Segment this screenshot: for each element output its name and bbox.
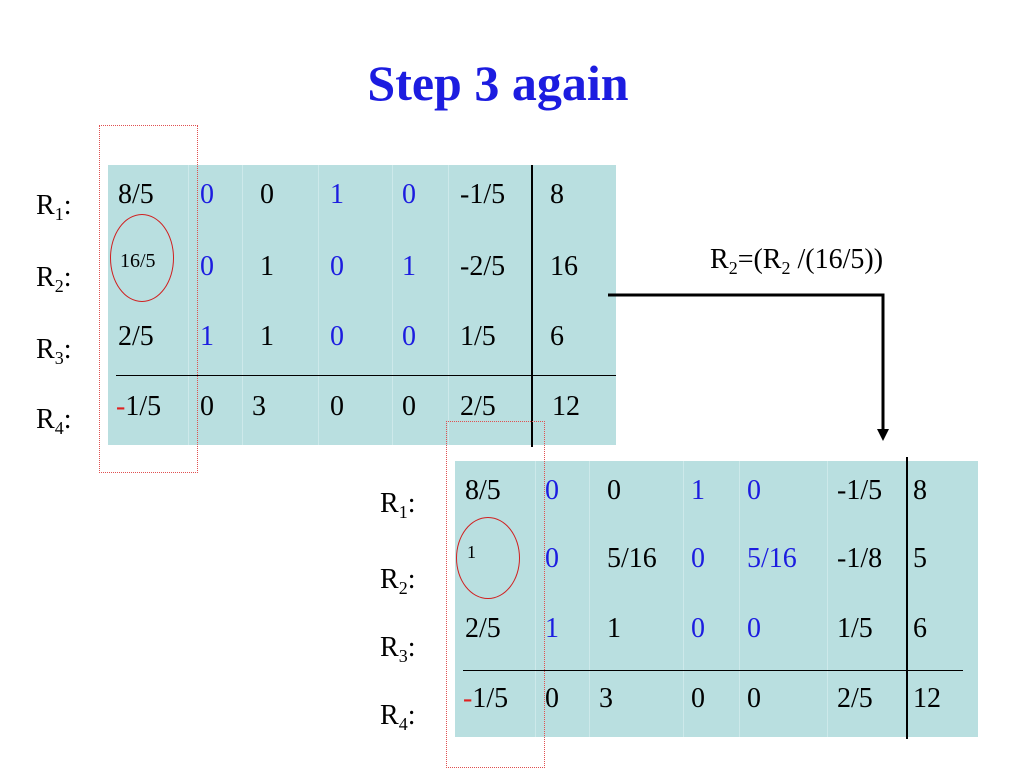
- after-objective-divider: [463, 670, 963, 671]
- before-r3-c6: 1/5: [460, 321, 496, 352]
- before-r4-c1: -1/5: [116, 391, 162, 422]
- before-r3-c4: 0: [330, 321, 344, 352]
- after-r4-c3: 3: [599, 683, 613, 714]
- before-r1-c4: 1: [330, 179, 344, 210]
- before-r3-c7: 6: [550, 321, 564, 352]
- after-r3-c1: 2/5: [465, 613, 501, 644]
- after-r1-c5: 0: [747, 475, 761, 506]
- before-rhs-divider: [531, 165, 533, 447]
- before-r2-c3: 1: [260, 251, 274, 282]
- after-r1-c4: 1: [691, 475, 705, 506]
- before-r1-c6: -1/5: [460, 179, 506, 210]
- before-objective-divider: [116, 375, 616, 376]
- before-r4-c7: 12: [552, 391, 580, 422]
- after-r3-c4: 0: [691, 613, 705, 644]
- row-label-r2: R2:: [36, 262, 72, 296]
- after-r2-c3: 5/16: [607, 543, 657, 574]
- before-r4-c3: 3: [252, 391, 266, 422]
- before-r3-c5: 0: [402, 321, 416, 352]
- after-pivot-circle: [456, 517, 520, 599]
- after-r3-c5: 0: [747, 613, 761, 644]
- before-r1-c7: 8: [550, 179, 564, 210]
- after-r1-c2: 0: [545, 475, 559, 506]
- after-r4-c6: 2/5: [837, 683, 873, 714]
- after-r4-c4: 0: [691, 683, 705, 714]
- after-r4-c2: 0: [545, 683, 559, 714]
- before-r4-c4: 0: [330, 391, 344, 422]
- after-r1-c1: 8/5: [465, 475, 501, 506]
- before-r4-c5: 0: [402, 391, 416, 422]
- after-r2-c7: 5: [913, 543, 927, 574]
- after-rhs-divider: [906, 457, 908, 739]
- after-r4-c1: -1/5: [463, 683, 509, 714]
- row-label-r4: R4:: [36, 404, 72, 438]
- before-r3-c3: 1: [260, 321, 274, 352]
- row-label-r4-after: R4:: [380, 700, 416, 734]
- before-r2-c7: 16: [550, 251, 578, 282]
- before-pivot-circle: [110, 214, 174, 302]
- before-r2-c2: 0: [200, 251, 214, 282]
- before-r2-c6: -2/5: [460, 251, 506, 282]
- after-r3-c6: 1/5: [837, 613, 873, 644]
- row-label-r1: R1:: [36, 190, 72, 224]
- before-r2-c5: 1: [402, 251, 416, 282]
- before-r2-c4: 0: [330, 251, 344, 282]
- after-r3-c7: 6: [913, 613, 927, 644]
- before-r3-c1: 2/5: [118, 321, 154, 352]
- before-r4-c2: 0: [200, 391, 214, 422]
- after-r3-c3: 1: [607, 613, 621, 644]
- before-r1-c3: 0: [260, 179, 274, 210]
- after-r2-c4: 0: [691, 543, 705, 574]
- row-operation-formula: R2=(R2 /(16/5)): [710, 244, 884, 278]
- after-r2-c6: -1/8: [837, 543, 883, 574]
- row-label-r2-after: R2:: [380, 564, 416, 598]
- after-r1-c7: 8: [913, 475, 927, 506]
- after-r1-c6: -1/5: [837, 475, 883, 506]
- before-r4-c6: 2/5: [460, 391, 496, 422]
- row-label-r3-after: R3:: [380, 632, 416, 666]
- after-r2-c5: 5/16: [747, 543, 797, 574]
- row-label-r3: R3:: [36, 334, 72, 368]
- after-r4-c7: 12: [913, 683, 941, 714]
- after-r2-c2: 0: [545, 543, 559, 574]
- before-r1-c2: 0: [200, 179, 214, 210]
- page-title: Step 3 again: [367, 55, 629, 111]
- after-r3-c2: 1: [545, 613, 559, 644]
- before-r1-c5: 0: [402, 179, 416, 210]
- before-r1-c1: 8/5: [118, 179, 154, 210]
- before-r3-c2: 1: [200, 321, 214, 352]
- before-pivot-column-box: [99, 125, 198, 473]
- matrix-after: 8/5 0 0 1 0 -1/5 8 1 0 5/16 0 5/16 -1/8 …: [455, 461, 978, 737]
- after-r4-c5: 0: [747, 683, 761, 714]
- row-label-r1-after: R1:: [380, 488, 416, 522]
- after-r1-c3: 0: [607, 475, 621, 506]
